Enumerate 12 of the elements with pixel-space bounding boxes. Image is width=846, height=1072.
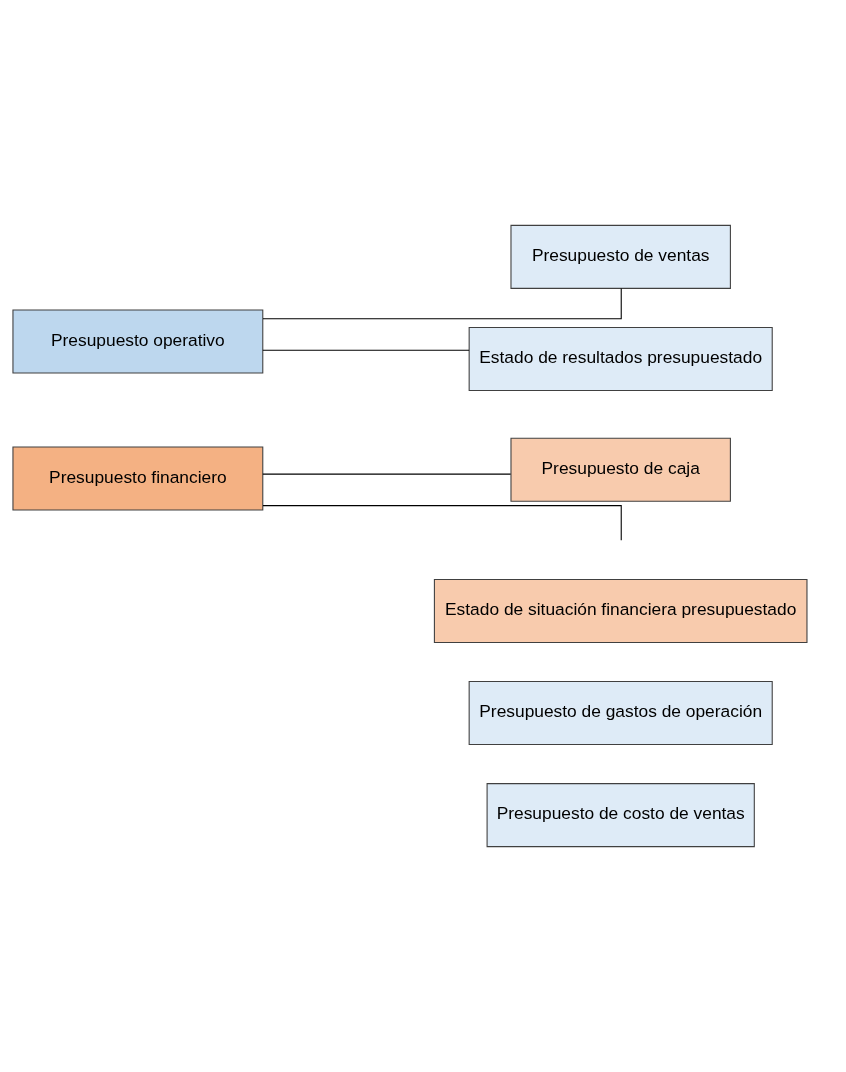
node-box: Presupuesto operativo — [12, 309, 264, 374]
node-box: Presupuesto de caja — [510, 437, 731, 502]
connector — [262, 473, 512, 475]
connector — [262, 288, 622, 320]
node-box: Presupuesto financiero — [12, 446, 264, 511]
node-box: Presupuesto de costo de ventas — [486, 783, 755, 848]
node-box: Presupuesto de gastos de operación — [468, 681, 773, 746]
node-box: Presupuesto de ventas — [510, 224, 731, 289]
connector — [262, 505, 622, 541]
node-box: Estado de situación financiera presupuestado — [433, 578, 808, 643]
connector — [262, 349, 470, 351]
node-box: Estado de resultados presupuestado — [468, 326, 773, 391]
